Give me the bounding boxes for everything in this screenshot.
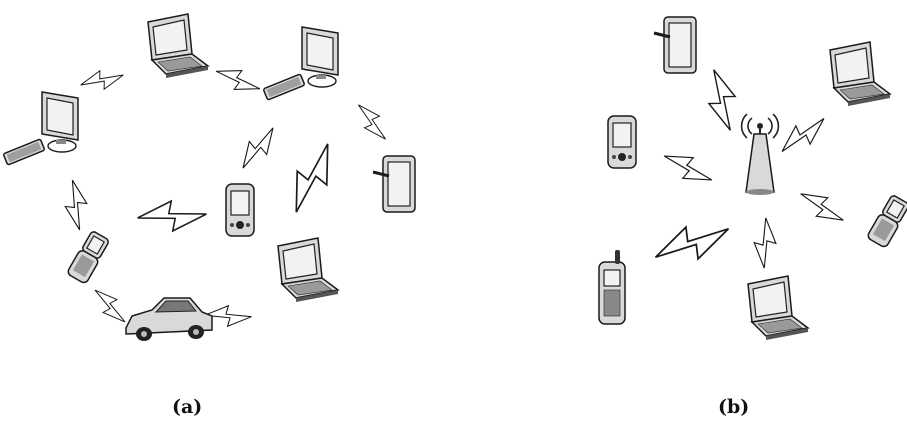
caption-b: (b) — [718, 396, 750, 418]
laptop-icon — [829, 41, 891, 107]
car-icon — [125, 297, 213, 342]
link-bolt-icon — [694, 66, 750, 134]
link-bolt-icon — [290, 139, 334, 217]
link-bolt-icon — [651, 206, 733, 280]
link-bolt-icon — [86, 287, 134, 325]
flip-phone-icon — [865, 193, 907, 250]
laptop-icon — [147, 13, 209, 79]
antenna-tower-icon — [740, 113, 780, 196]
laptop-icon — [277, 237, 339, 303]
link-bolt-icon — [55, 178, 97, 232]
pda-icon — [607, 115, 637, 169]
link-bolt-icon — [239, 121, 277, 175]
flip-phone-icon — [65, 229, 112, 286]
link-bolt-icon — [214, 67, 262, 93]
link-bolt-icon — [78, 61, 126, 99]
mobile-phone-icon — [598, 249, 626, 325]
panel-a-mesh-network — [2, 13, 417, 342]
desktop-icon — [2, 91, 79, 166]
laptop-icon — [747, 275, 809, 341]
desktop-icon — [262, 26, 339, 101]
link-bolt-icon — [748, 216, 782, 270]
link-bolt-icon — [660, 152, 716, 184]
handheld-icon — [652, 15, 698, 75]
link-bolt-icon — [795, 190, 849, 224]
link-bolt-icon — [778, 107, 828, 163]
handheld-icon — [371, 154, 417, 214]
pda-icon — [225, 183, 255, 237]
link-bolt-icon — [349, 102, 395, 142]
link-bolt-icon — [135, 190, 209, 242]
caption-a: (a) — [172, 396, 203, 418]
panel-b-star-network — [598, 15, 907, 341]
